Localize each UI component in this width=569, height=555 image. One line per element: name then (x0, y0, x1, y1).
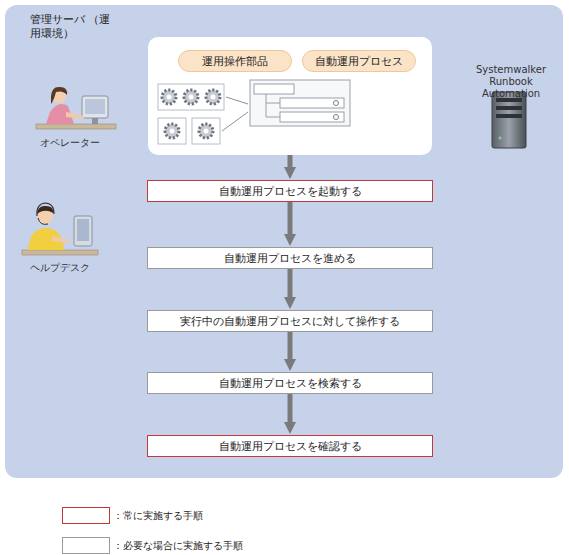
legend-row: ：常に実施する手順 (62, 507, 203, 524)
legend-swatch (62, 537, 110, 554)
flow-arrow (288, 155, 293, 167)
step-box: 自動運用プロセスを検索する (147, 372, 433, 394)
part-pill: 自動運用プロセス (302, 50, 416, 72)
flow-arrow (288, 332, 293, 359)
product-label: Systemwalker Runbook Automation (461, 64, 561, 100)
box-label: 自動運用プロセス (315, 54, 403, 69)
legend-swatch (62, 507, 110, 524)
box-label: 自動運用プロセスを進める (224, 251, 356, 266)
step-box: 自動運用プロセスを確認する (147, 435, 433, 457)
process-flow-picture (250, 80, 350, 126)
part-pill: 運用操作部品 (178, 50, 292, 72)
box-label: 自動運用プロセスを確認する (219, 439, 362, 454)
step-box: 実行中の自動運用プロセスに対して操作する (147, 310, 433, 332)
legend-text: ：必要な場合に実施する手順 (113, 539, 243, 553)
region-heading: 管理サーバ （運用環境） (30, 13, 120, 41)
legend-text: ：常に実施する手順 (113, 509, 203, 523)
box-label: 実行中の自動運用プロセスに対して操作する (180, 314, 400, 329)
step-box: 自動運用プロセスを進める (147, 247, 433, 269)
step-box: 自動運用プロセスを起動する (147, 180, 433, 202)
gear-parts (158, 84, 248, 144)
flow-arrow (288, 394, 293, 422)
operator-figure (36, 87, 116, 129)
flow-arrow (288, 269, 293, 297)
box-label: 運用操作部品 (202, 54, 268, 69)
legend-row: ：必要な場合に実施する手順 (62, 537, 243, 554)
flow-arrow (288, 202, 293, 234)
helpdesk-figure (22, 203, 98, 255)
person-label: オペレーター (40, 137, 120, 149)
person-label: ヘルプデスク (30, 262, 110, 274)
box-label: 自動運用プロセスを検索する (219, 376, 362, 391)
server-icon (492, 92, 526, 148)
box-label: 自動運用プロセスを起動する (219, 184, 362, 199)
